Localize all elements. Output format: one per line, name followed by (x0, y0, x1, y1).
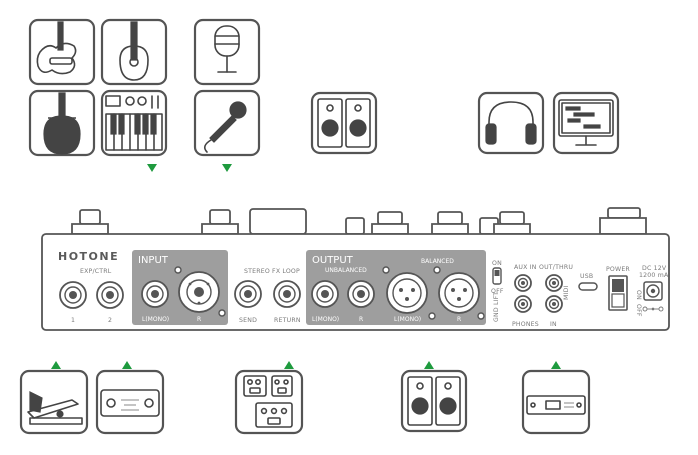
expression-pedal-icon (19, 369, 89, 435)
output-unbalanced-left-jack (311, 280, 339, 308)
output-bal-right-label: R (457, 316, 461, 323)
exp-ctrl-2-label: 2 (108, 317, 112, 324)
handheld-microphone-icon (193, 89, 261, 157)
footswitch-icon (95, 369, 165, 435)
phones-label: PHONES (512, 321, 539, 328)
studio-microphone-icon (193, 18, 261, 86)
output-unbalanced-label: UNBALANCED (325, 267, 367, 274)
output-bal-left-label: L(MONO) (394, 316, 421, 323)
gnd-lift-switch (492, 267, 502, 285)
power-on-label: ON (635, 290, 642, 300)
power-switch (608, 275, 628, 311)
midi-in-label: IN (550, 321, 557, 328)
fx-send-label: SEND (239, 317, 257, 324)
dc-voltage-label: DC 12V (642, 265, 667, 272)
input-jack-left (141, 280, 169, 308)
computer-monitor-icon (552, 91, 620, 155)
usb-port (578, 282, 598, 291)
polarity-icon (642, 306, 664, 312)
arrow-up-icon (51, 361, 61, 369)
midi-in-jack (545, 295, 563, 313)
acoustic-guitar-icon (100, 18, 168, 86)
midi-out-thru-jack (545, 274, 563, 292)
exp-ctrl-jack-2 (96, 281, 124, 309)
midi-out-thru-label: OUT/THRU (539, 264, 573, 271)
exp-ctrl-label: EXP/CTRL (80, 268, 112, 275)
output-unbal-left-label: L(MONO) (312, 316, 339, 323)
output-xlr-left-jack (386, 272, 428, 314)
power-off-label: OFF (635, 304, 642, 317)
classical-guitar-icon (28, 89, 96, 157)
output-xlr-right-jack (438, 272, 480, 314)
dc-current-label: 1200 mA (639, 272, 669, 279)
keyboard-synth-icon (100, 89, 168, 157)
output-unbalanced-right-jack (347, 280, 375, 308)
arrow-up-icon (551, 361, 561, 369)
input-title: INPUT (138, 255, 169, 266)
arrow-up-icon (122, 361, 132, 369)
output-unbal-right-label: R (359, 316, 363, 323)
brand-logo: HOTONE (58, 250, 119, 263)
output-title: OUTPUT (312, 255, 354, 266)
arrow-up-icon (284, 361, 294, 369)
headphones-icon (477, 91, 545, 155)
input-left-label: L(MONO) (142, 316, 169, 323)
exp-ctrl-jack-1 (59, 281, 87, 309)
studio-monitors-icon (310, 91, 378, 155)
fx-return-label: RETURN (274, 317, 301, 324)
usb-label: USB (580, 273, 593, 280)
studio-monitors-icon (400, 369, 468, 433)
arrow-down-icon (147, 164, 157, 172)
electric-guitar-icon (28, 18, 96, 86)
input-combo-jack-right (178, 271, 220, 313)
exp-ctrl-1-label: 1 (71, 317, 75, 324)
power-label: POWER (606, 266, 630, 273)
midi-device-icon (521, 369, 591, 435)
gnd-lift-on-label: ON (492, 260, 502, 267)
gnd-lift-label: GND LIFT (493, 292, 500, 322)
arrow-up-icon (424, 361, 434, 369)
arrow-down-icon (222, 164, 232, 172)
device-rear-panel: HOTONE EXP/CTRL 1 2 INPUT (41, 207, 670, 331)
fx-loop-return-jack (273, 280, 301, 308)
effects-pedals-icon (234, 369, 304, 435)
input-right-label: R (197, 316, 201, 323)
aux-in-label: AUX IN (514, 264, 537, 271)
output-balanced-label: BALANCED (421, 258, 454, 265)
aux-in-jack (514, 274, 532, 292)
fx-loop-send-jack (234, 280, 262, 308)
fx-loop-label: STEREO FX LOOP (244, 268, 300, 275)
dc-power-jack (643, 281, 663, 301)
gnd-lift-off-label: OFF (491, 288, 504, 295)
midi-label: MIDI (563, 285, 570, 300)
phones-jack (514, 295, 532, 313)
